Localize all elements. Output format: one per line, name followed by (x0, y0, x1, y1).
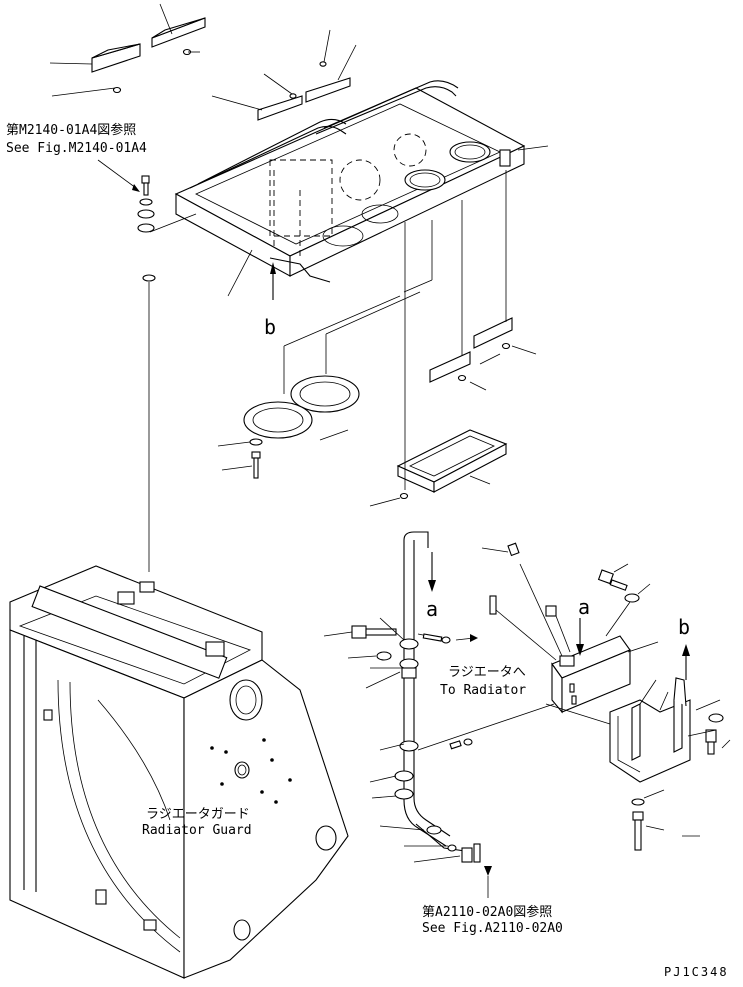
radiator-guard-label: ラジエータガード Radiator Guard (142, 807, 252, 838)
reference-bottom-jp: 第A2110-02A0図参照 (422, 904, 552, 920)
view-b-marker-right: b (678, 615, 690, 680)
large-pad (369, 220, 508, 507)
reference-bottom-en: See Fig.A2110-02A0 (422, 921, 563, 936)
drawing-code: PJ1C348 (664, 965, 729, 979)
pipe-assembly (323, 531, 555, 863)
view-a-label-left: a (426, 597, 438, 621)
reference-top-jp: 第M2140-01A4図参照 (6, 122, 136, 138)
radiator-cover-plate (174, 80, 549, 297)
tank-bracket (545, 677, 731, 851)
gaskets (217, 291, 421, 479)
to-radiator-jp: ラジエータへ (448, 665, 526, 680)
guard-label-jp: ラジエータガード (146, 807, 250, 822)
to-radiator-label: ラジエータへ To Radiator (440, 665, 526, 698)
view-b-label-top: b (264, 315, 276, 339)
view-a-label-right: a (578, 595, 590, 619)
reserve-tank (481, 542, 659, 714)
radiator-guard-frame (9, 565, 349, 979)
to-radiator-en: To Radiator (440, 683, 526, 698)
view-a-marker-right: a (576, 595, 590, 656)
reference-note-top: 第M2140-01A4図参照 See Fig.M2140-01A4 (6, 122, 147, 192)
view-a-marker-left: a (426, 552, 438, 621)
view-b-marker-top: b (264, 262, 276, 339)
reference-top-en: See Fig.M2140-01A4 (6, 141, 147, 156)
top-rubber-pads (49, 3, 357, 121)
guard-label-en: Radiator Guard (142, 823, 252, 838)
side-pads (429, 170, 537, 391)
reference-note-bottom: 第A2110-02A0図参照 See Fig.A2110-02A0 (422, 866, 563, 936)
bolt-washer-stack (137, 175, 197, 572)
view-b-label-right: b (678, 615, 690, 639)
